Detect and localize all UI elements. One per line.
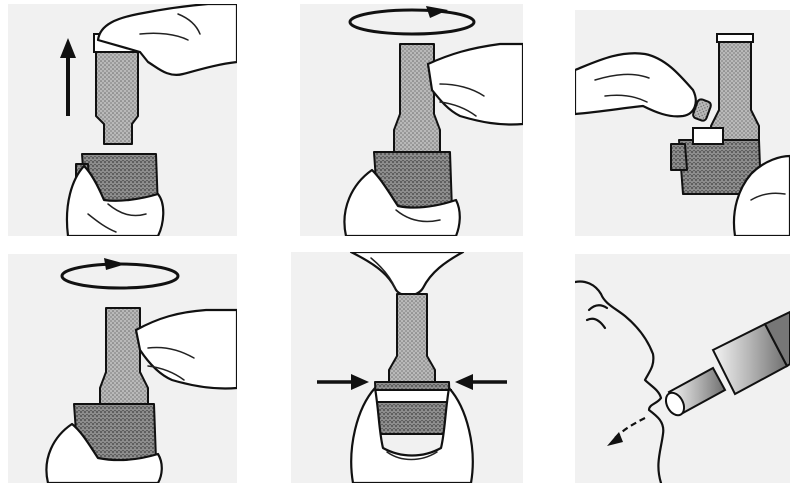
step-3-illustration: [575, 10, 790, 236]
step-3-insert-capsule-panel: [575, 10, 790, 236]
exhale-arrow-icon: [607, 418, 645, 446]
inhaler-cap-body: [389, 294, 435, 384]
step-4-twist-back-panel: [8, 254, 237, 483]
step-2-twist-cap-panel: [300, 4, 523, 236]
step-6-illustration: [575, 254, 790, 483]
top-hand: [351, 252, 463, 296]
face-profile: [575, 282, 663, 484]
step-5-illustration: [291, 252, 523, 483]
inhaler-device: [662, 312, 790, 418]
inhaler-cap-body: [100, 308, 148, 406]
step-5-press-buttons-panel: [291, 252, 523, 483]
left-hand: [575, 53, 696, 116]
right-hand: [136, 310, 237, 389]
step-4-illustration: [8, 254, 237, 483]
step-1-pull-cap-panel: [8, 4, 237, 236]
rotate-arrow-icon: [62, 258, 178, 288]
step-2-illustration: [300, 4, 523, 236]
press-arrow-icon: [317, 374, 369, 390]
inhaler-cap-body: [96, 52, 138, 144]
up-arrow-icon: [60, 38, 76, 116]
rotate-arrow-icon: [350, 6, 474, 34]
step-1-illustration: [8, 4, 237, 236]
inhaler-cap-body: [394, 44, 440, 154]
step-6-inhale-panel: [575, 254, 790, 483]
press-arrow-icon: [455, 374, 507, 390]
